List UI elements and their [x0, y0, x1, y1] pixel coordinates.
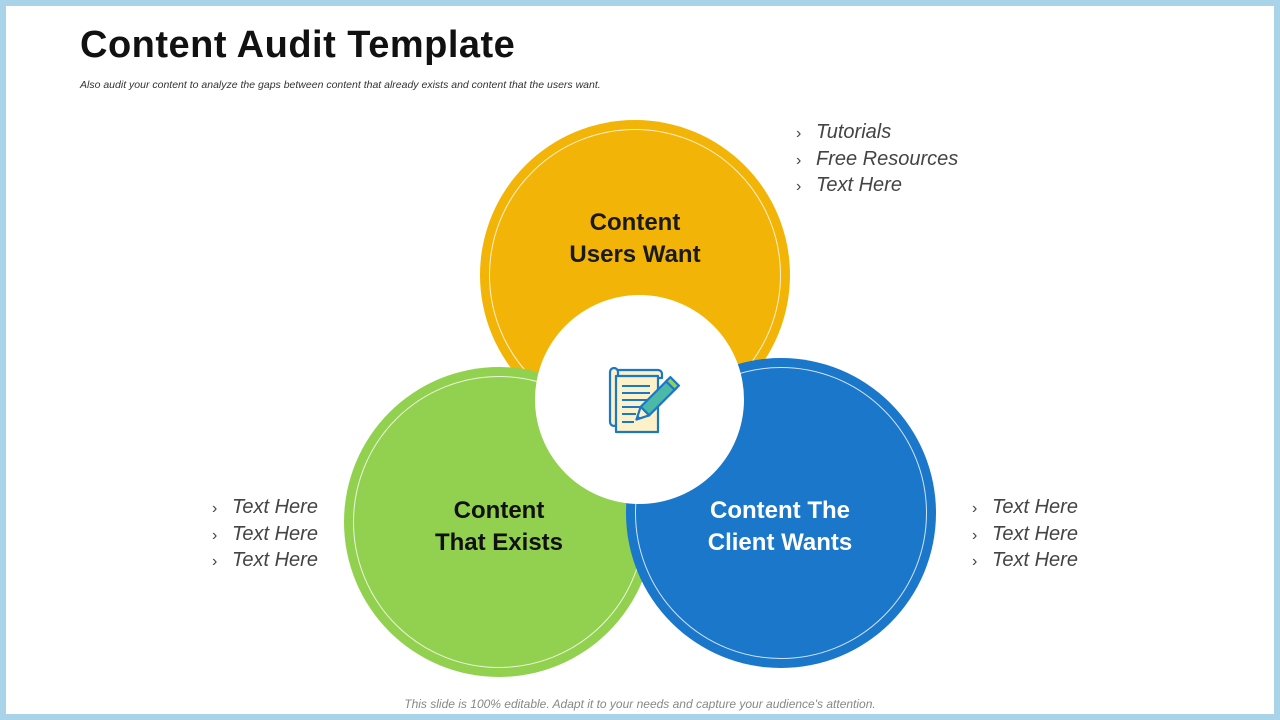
- list-item: Text Here: [796, 173, 958, 200]
- list-item: Text Here: [972, 495, 1078, 522]
- document-pencil-icon: [608, 366, 680, 433]
- footer-note: This slide is 100% editable. Adapt it to…: [404, 697, 876, 711]
- list-item: Tutorials: [796, 120, 958, 147]
- bullet-list-that-exists: Text Here Text Here Text Here: [212, 495, 318, 575]
- page-subtitle: Also audit your content to analyze the g…: [80, 79, 601, 91]
- list-item: Text Here: [212, 548, 318, 575]
- circle-label-content-users-want: Content Users Want: [569, 209, 701, 268]
- bullet-list-users-want: Tutorials Free Resources Text Here: [796, 120, 958, 200]
- list-item: Text Here: [212, 495, 318, 522]
- circle-label-content-client-wants: Content The Client Wants: [707, 497, 853, 556]
- list-item: Text Here: [972, 522, 1078, 549]
- list-item: Text Here: [972, 548, 1078, 575]
- center-circle: [535, 295, 744, 504]
- list-item: Text Here: [212, 522, 318, 549]
- list-item: Free Resources: [796, 147, 958, 174]
- bullet-list-client-wants: Text Here Text Here Text Here: [972, 495, 1078, 575]
- page-title: Content Audit Template: [80, 24, 516, 66]
- circle-label-content-that-exists: Content That Exists: [434, 497, 564, 556]
